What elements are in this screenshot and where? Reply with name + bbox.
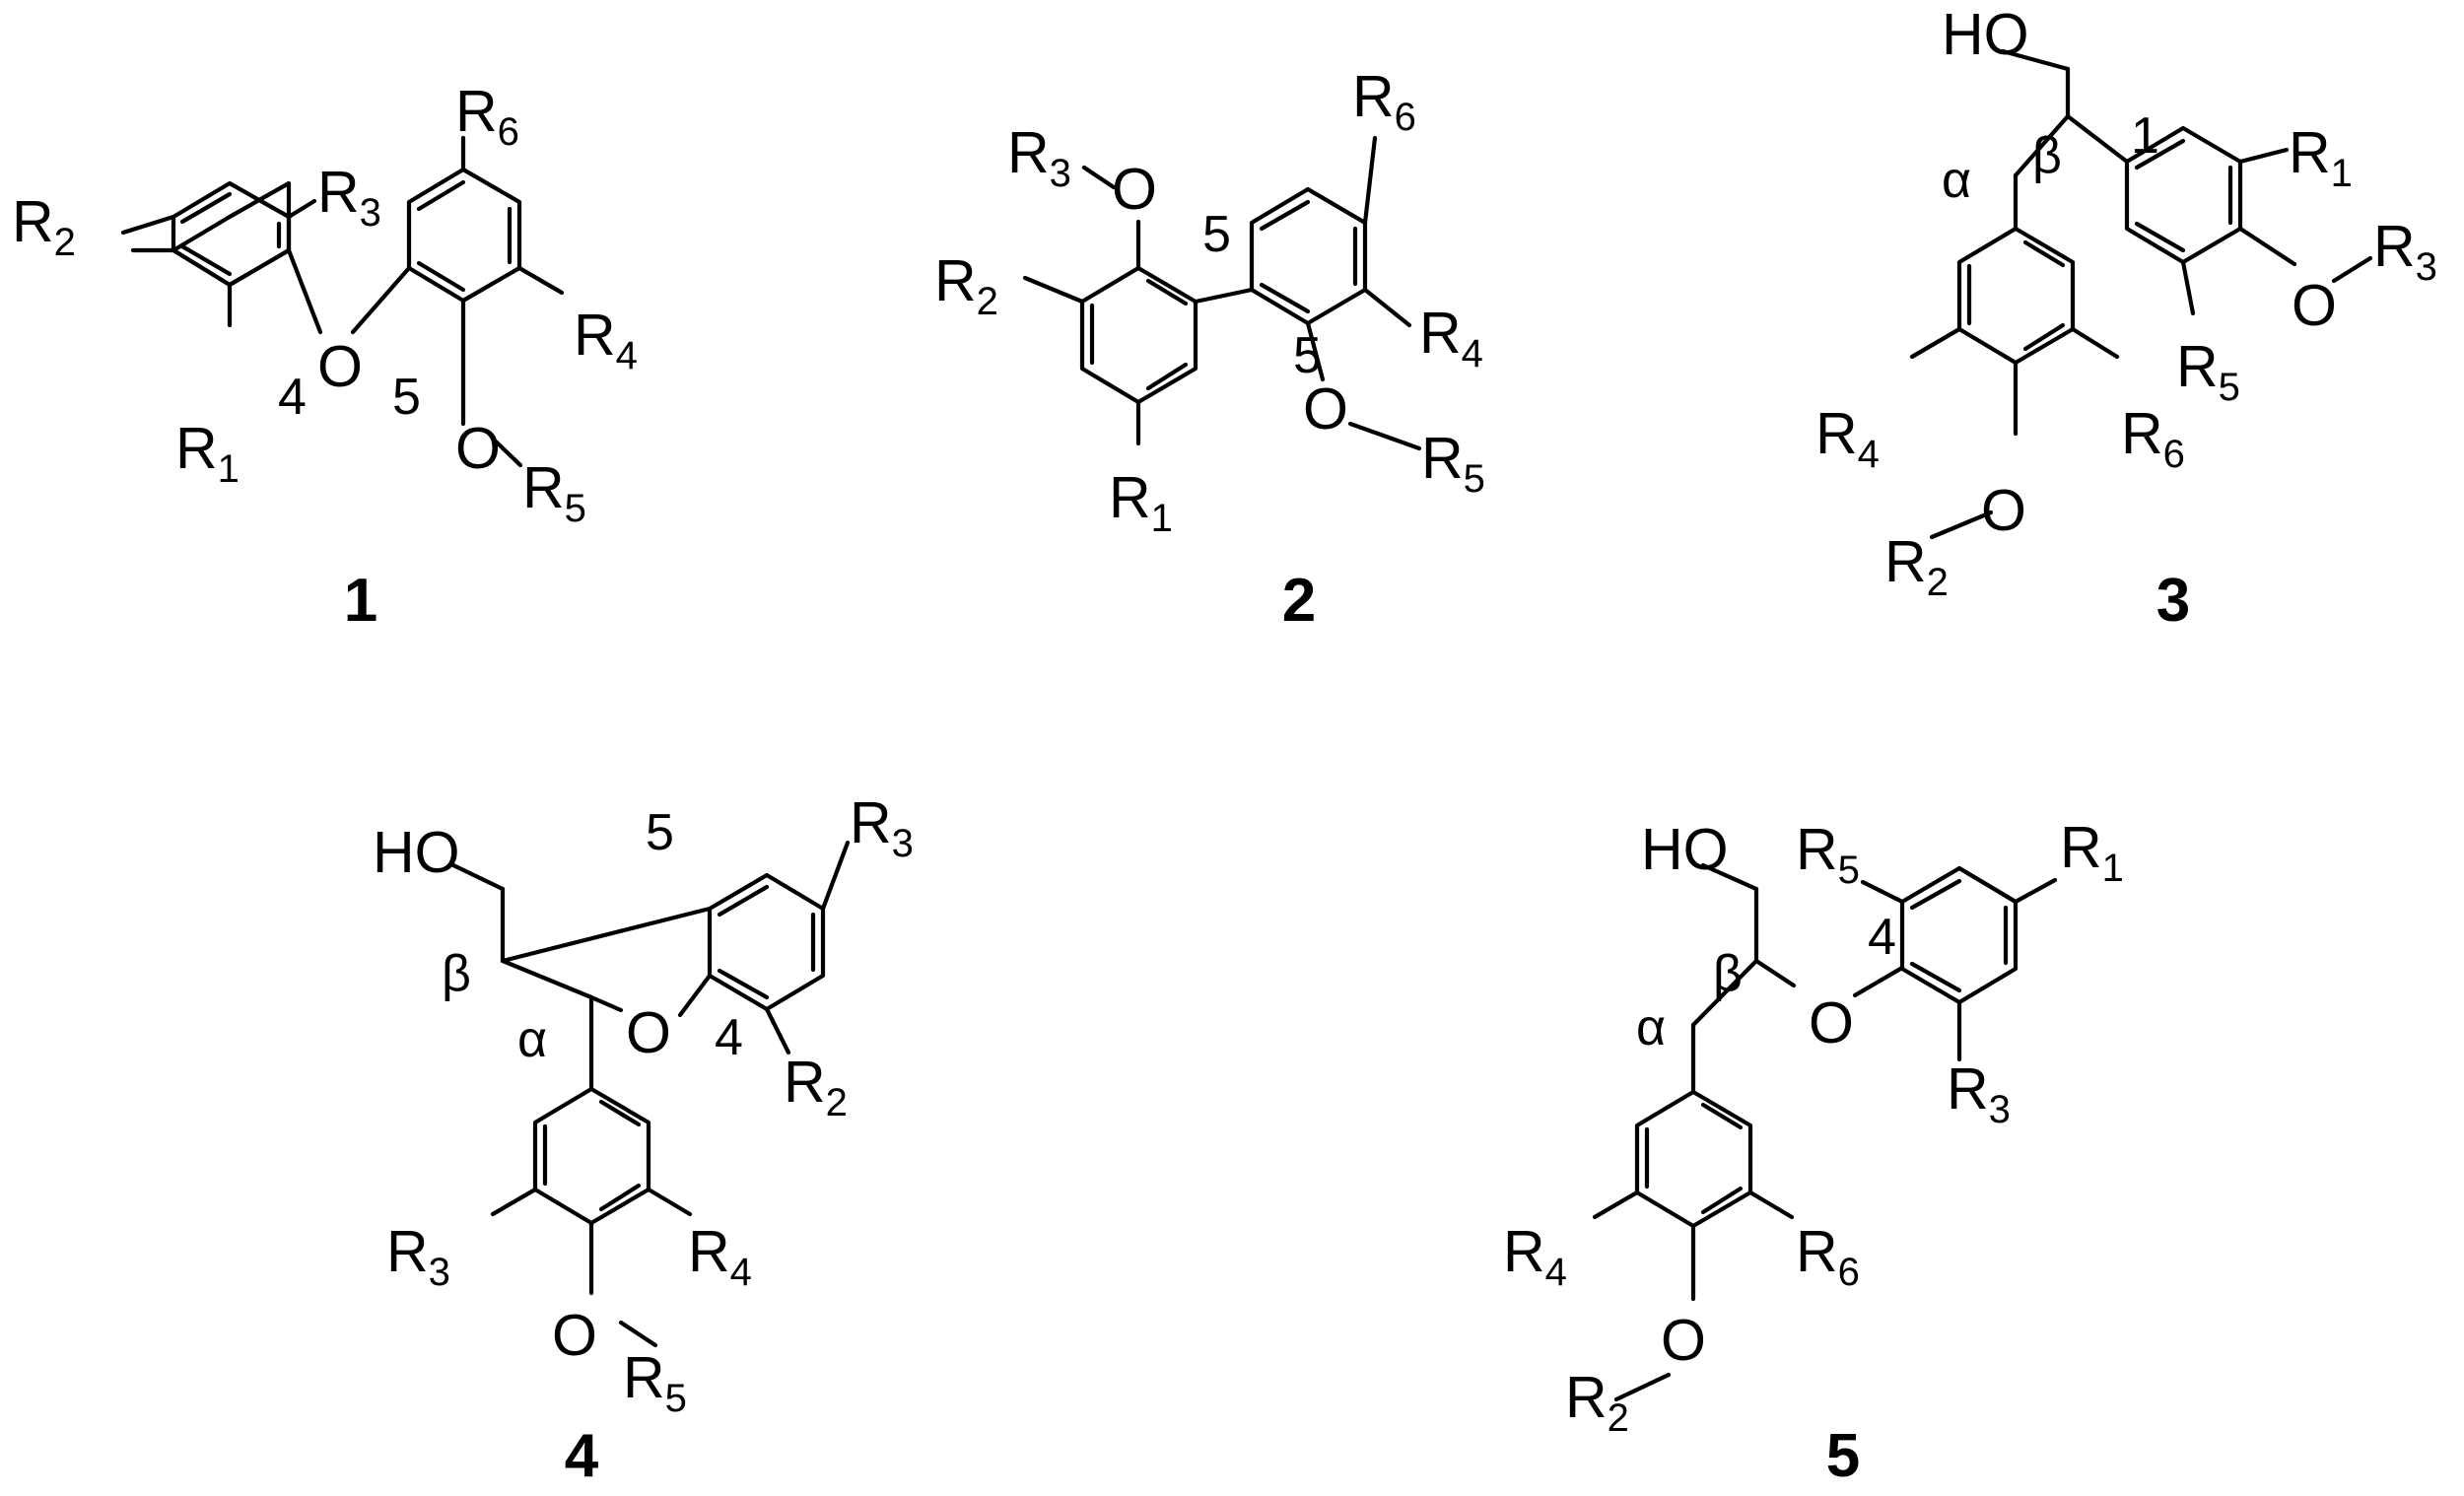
label-o-r5: O — [552, 1303, 597, 1368]
label-r5: R5 — [623, 1345, 687, 1420]
label-o-ether: O — [1809, 990, 1854, 1055]
label-r3: R3 — [386, 1219, 450, 1294]
label-alpha: α — [1636, 999, 1666, 1056]
label-r1: R1 — [2289, 120, 2353, 195]
label-o-r5: O — [455, 416, 501, 481]
label-r3: R3 — [317, 160, 381, 235]
structure-3: HO β α 1 R1 O R3 R5 R4 R6 O R2 3 — [1815, 2, 2437, 635]
label-o-r2: O — [1661, 1308, 1706, 1373]
label-r2: R2 — [1565, 1365, 1629, 1440]
structure-2: R3 O R2 R1 R6 R4 O R5 5 5 2 — [934, 64, 1485, 635]
label-r6: R6 — [1352, 64, 1416, 139]
label-o-r2: O — [1981, 478, 2026, 543]
structure-1: R2 R3 R6 O R1 R4 O R5 4 5 1 — [12, 79, 638, 635]
compound-number-3: 3 — [2156, 567, 2190, 635]
locant-5: 5 — [392, 369, 421, 426]
label-r1: R1 — [1109, 465, 1173, 540]
label-o-ring: O — [626, 1000, 671, 1065]
label-r1: R1 — [175, 416, 240, 491]
locant-4: 4 — [278, 369, 307, 426]
label-r6: R6 — [2121, 401, 2185, 476]
label-r5: R5 — [1796, 817, 1860, 892]
label-r2: R2 — [1884, 529, 1949, 604]
label-alpha: α — [1942, 152, 1971, 209]
label-o-r5: O — [1303, 376, 1348, 442]
label-r3: R3 — [2373, 214, 2437, 289]
label-r4: R4 — [1503, 1219, 1567, 1294]
structure-3-labels: HO β α 1 R1 O R3 R5 R4 R6 O R2 — [1815, 2, 2437, 604]
label-r5: R5 — [522, 455, 586, 530]
locant-1: 1 — [2131, 107, 2159, 165]
label-r5: R5 — [1421, 426, 1485, 501]
label-r3: R3 — [1947, 1056, 2011, 1131]
structure-2-labels: R3 O R2 R1 R6 R4 O R5 5 5 — [934, 64, 1485, 540]
label-r4: R4 — [1815, 401, 1880, 476]
compound-number-2: 2 — [1282, 567, 1316, 635]
locant-5a: 5 — [1202, 206, 1231, 263]
structure-4: HO 5 R3 β α O 4 R2 R3 R4 O R5 4 — [373, 790, 914, 1490]
locant-5b: 5 — [1293, 327, 1322, 384]
compound-number-4: 4 — [565, 1422, 599, 1490]
label-o-r3: O — [2292, 273, 2337, 338]
label-r5: R5 — [2176, 334, 2240, 409]
label-beta: β — [442, 945, 471, 1002]
label-r2: R2 — [934, 248, 998, 323]
label-r4: R4 — [574, 303, 638, 377]
label-r4: R4 — [1419, 301, 1483, 375]
structure-4-bonds — [450, 840, 851, 1348]
compound-number-1: 1 — [344, 567, 377, 635]
structure-4-labels: HO 5 R3 β α O 4 R2 R3 R4 O R5 — [373, 790, 914, 1420]
structure-5-labels: HO R5 R1 4 β O α R3 R4 R6 O R2 — [1503, 815, 2124, 1440]
label-r2: R2 — [784, 1050, 848, 1124]
label-alpha: α — [517, 1011, 547, 1068]
label-r3: R3 — [1007, 120, 1071, 195]
structure-2-bonds — [1022, 135, 1422, 451]
label-ho: HO — [1942, 2, 2029, 67]
structure-3-bonds — [1909, 48, 2373, 540]
label-r6: R6 — [455, 79, 519, 154]
locant-4: 4 — [1868, 909, 1896, 966]
structure-5: HO R5 R1 4 β O α R3 R4 R6 O R2 5 — [1503, 815, 2124, 1490]
label-r6: R6 — [1796, 1219, 1860, 1294]
label-o-r3: O — [1112, 157, 1157, 222]
structure-1-labels: R2 R3 R6 O R1 R4 O R5 4 5 — [12, 79, 638, 530]
label-beta: β — [2032, 127, 2062, 184]
locant-5: 5 — [646, 804, 674, 861]
label-r4: R4 — [688, 1219, 752, 1294]
label-beta: β — [1713, 945, 1743, 1002]
label-r2: R2 — [12, 189, 76, 264]
label-r3-top: R3 — [850, 790, 914, 865]
structure-1-bonds — [120, 135, 565, 468]
structure-5-bonds — [1592, 862, 2058, 1402]
label-r1: R1 — [2060, 815, 2124, 890]
compound-number-5: 5 — [1826, 1422, 1860, 1490]
label-ho: HO — [373, 820, 460, 885]
label-ho: HO — [1641, 817, 1729, 882]
locant-4: 4 — [715, 1009, 743, 1066]
label-o-ether: O — [317, 334, 363, 399]
